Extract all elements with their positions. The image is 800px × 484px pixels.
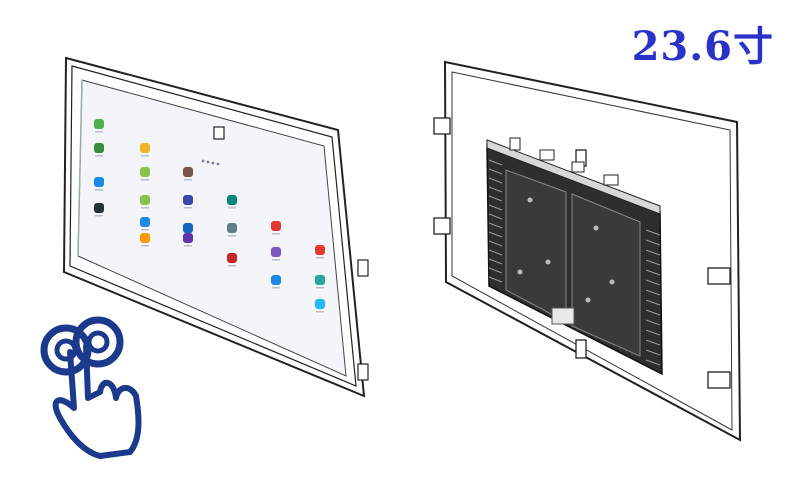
heatsink-fin	[488, 204, 503, 211]
heatsink-fin	[488, 276, 503, 283]
app-icon-caption	[184, 245, 192, 247]
power-app-icon	[315, 245, 325, 255]
app-icon-caption	[316, 311, 324, 313]
heatsink-fin	[645, 269, 661, 276]
touch-hand-icon	[40, 316, 142, 459]
app-icon-caption	[95, 215, 103, 217]
record-app-icon	[271, 221, 281, 231]
video-app-icon	[183, 233, 193, 243]
heatsink-fin	[488, 249, 503, 256]
heatsink-fin	[645, 319, 661, 326]
home-screen-dots	[201, 159, 220, 166]
io-connectors	[509, 137, 619, 186]
map-app-icon	[140, 195, 150, 205]
app-icon-caption	[228, 265, 236, 267]
front-bezel-inner	[69, 65, 357, 387]
heatsink-fin	[488, 168, 503, 175]
screw-holes	[517, 197, 615, 303]
music-app-icon	[183, 195, 193, 205]
app-icon-caption	[316, 287, 324, 289]
app-icon-caption	[141, 155, 149, 157]
camera-app-icon	[227, 195, 237, 205]
rear-plate-inner	[451, 71, 733, 431]
photos-app-icon	[94, 143, 104, 153]
calendar-app-icon	[227, 253, 237, 263]
heatsink-fin	[488, 195, 503, 202]
heatsink-fin	[488, 240, 503, 247]
rear-mount-brackets	[433, 117, 731, 389]
gallery-app-icon	[315, 275, 325, 285]
heatsink-fin	[488, 159, 503, 166]
mail-app-icon	[140, 143, 150, 153]
app-icon-caption	[228, 235, 236, 237]
settings-app-icon	[94, 119, 104, 129]
app-icon-caption	[95, 189, 103, 191]
notes-app-icon	[140, 167, 150, 177]
app-icon-caption	[95, 155, 103, 157]
app-icon-caption	[184, 207, 192, 209]
screen-edge-highlight	[77, 79, 83, 257]
tools-app-icon	[183, 167, 193, 177]
app-icon-caption	[316, 257, 324, 259]
heatsink-fin	[488, 177, 503, 184]
app-icon-grid	[94, 119, 325, 313]
music-player-app-icon	[271, 247, 281, 257]
app-icon-caption	[272, 287, 280, 289]
front-mount-clips	[213, 126, 369, 381]
screen-size-title: 23.6寸	[631, 23, 774, 70]
heatsink-fin	[488, 231, 503, 238]
heatsink-fin	[488, 222, 503, 229]
heatsink-fin	[645, 279, 661, 286]
heatsink-fin	[645, 229, 661, 236]
heatsink-fin	[645, 359, 661, 366]
gear-app-icon	[227, 223, 237, 233]
rear-panel	[433, 60, 742, 442]
chat-app-icon	[183, 223, 193, 233]
files-app-icon	[140, 233, 150, 243]
heatsink-fin	[645, 299, 661, 306]
location-app-icon	[271, 275, 281, 285]
heatsink-fin	[645, 329, 661, 336]
browser-app-icon	[315, 299, 325, 309]
app-icon-caption	[141, 207, 149, 209]
front-panel	[62, 56, 369, 398]
heatsink-fin	[488, 258, 503, 265]
heatsink-cover-right	[571, 193, 641, 357]
app-icon-caption	[141, 229, 149, 231]
heatsink-fin	[488, 267, 503, 274]
heatsink-fin	[645, 259, 661, 266]
app-icon-caption	[228, 207, 236, 209]
app-icon-caption	[272, 233, 280, 235]
app-icon-caption	[141, 179, 149, 181]
app-icon-caption	[184, 179, 192, 181]
heatsink-fin	[645, 339, 661, 346]
app-icon-caption	[95, 131, 103, 133]
search-app-icon	[94, 177, 104, 187]
heatsink-fin	[488, 186, 503, 193]
app-icon-caption	[141, 245, 149, 247]
heatsink-fin	[645, 289, 661, 296]
clock-app-icon	[94, 203, 104, 213]
heatsink-fin	[645, 239, 661, 246]
account-app-icon	[140, 217, 150, 227]
io-rail	[486, 139, 661, 215]
label-plate	[551, 307, 575, 325]
app-icon-caption	[272, 259, 280, 261]
heatsink-fin	[488, 213, 503, 220]
heatsink-fin	[645, 349, 661, 356]
heatsink-fin	[645, 249, 661, 256]
heatsink-fin	[645, 309, 661, 316]
